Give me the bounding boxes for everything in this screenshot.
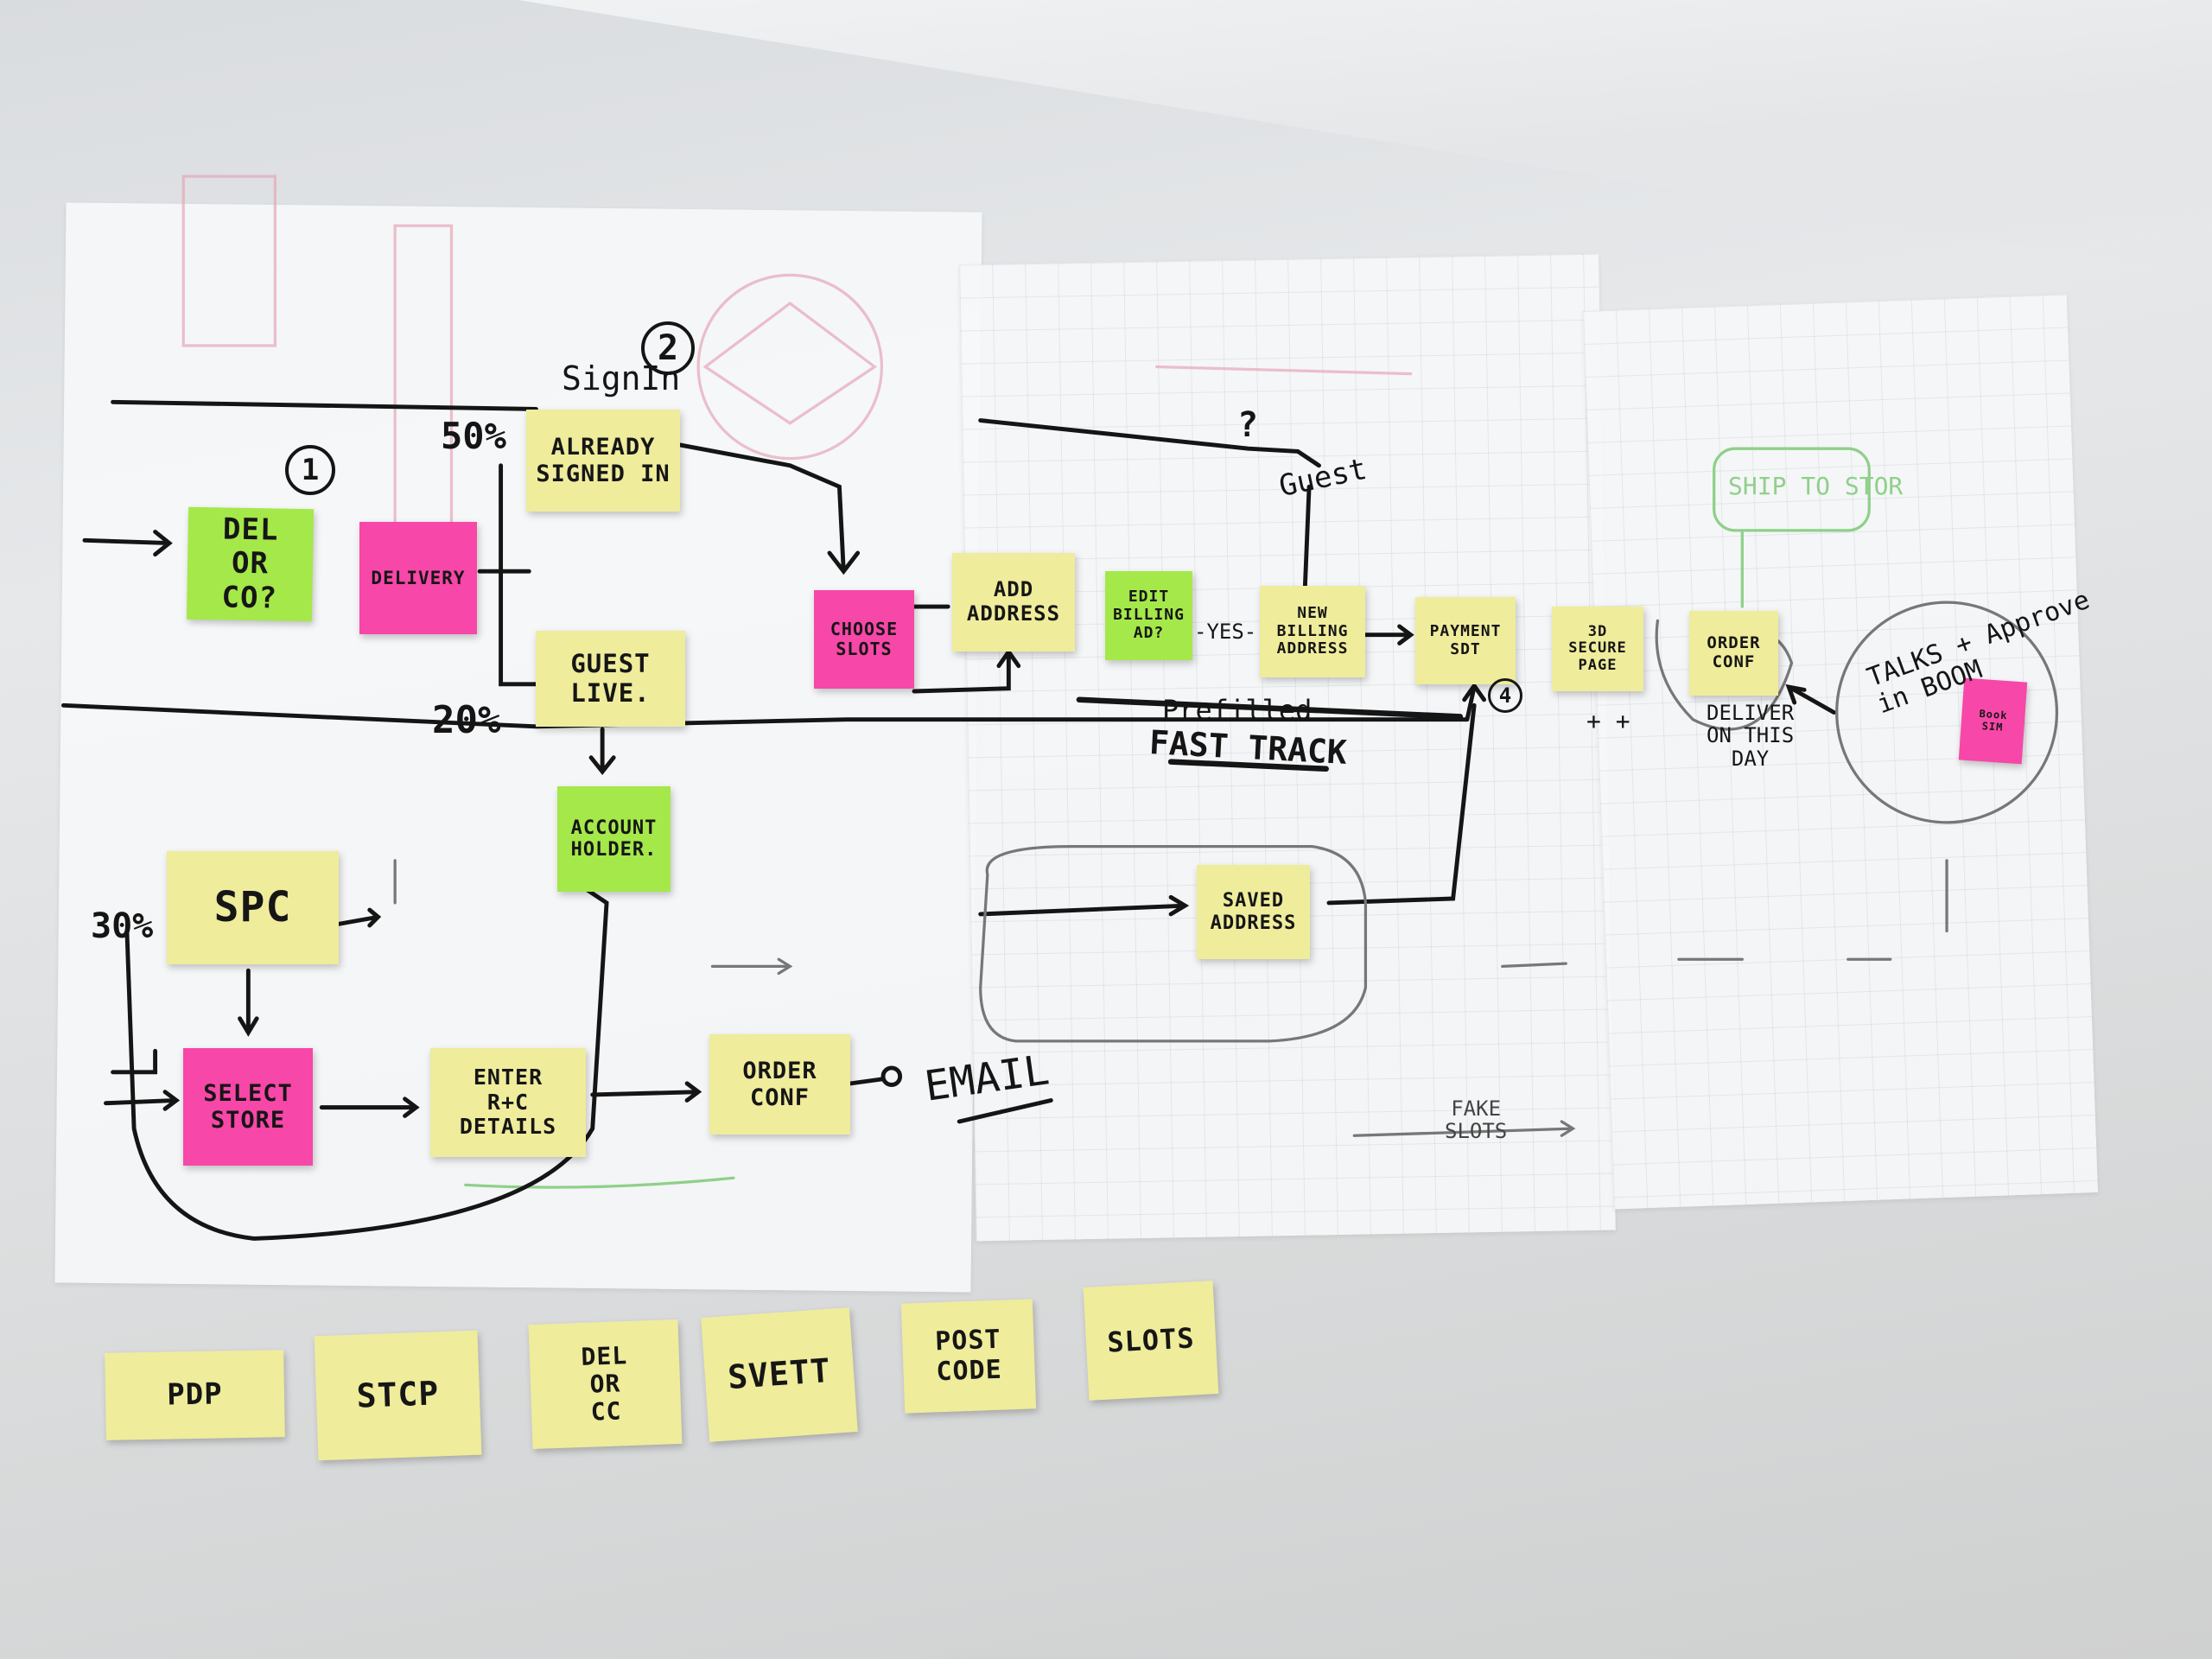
label-deliver-on-this-day: DELIVER ON THIS DAY	[1707, 701, 1795, 771]
label-30-percent: 30%	[91, 906, 154, 946]
sticky-note-choose-slots[interactable]: CHOOSE SLOTS	[814, 590, 914, 689]
sticky-note-order-conf-bottom[interactable]: ORDER CONF	[709, 1034, 850, 1135]
sticky-note-delivery[interactable]: DELIVERY	[359, 522, 477, 634]
label-fake-slots: FAKE SLOTS	[1445, 1096, 1508, 1144]
label-20-percent: 20%	[432, 698, 501, 742]
label-question: ?	[1237, 405, 1259, 445]
sticky-note-payment[interactable]: PAYMENT SDT	[1415, 597, 1516, 684]
sticky-note-account-holder[interactable]: ACCOUNT HOLDER.	[557, 786, 671, 892]
label-yes: -YES-	[1194, 620, 1257, 644]
sticky-note-edit-billing[interactable]: EDIT BILLING AD?	[1105, 571, 1192, 660]
sticky-note-del-or-co[interactable]: DEL OR CO?	[186, 506, 315, 622]
label-step-4: 4	[1488, 678, 1522, 713]
faint-green-sketch	[464, 447, 1871, 1189]
bottom-note-slots[interactable]: SLOTS	[1083, 1281, 1219, 1401]
bottom-note-pdp[interactable]: PDP	[105, 1350, 285, 1440]
sticky-note-saved-address[interactable]: SAVED ADDRESS	[1197, 865, 1310, 959]
label-prefilled: Prefilled	[1162, 694, 1313, 727]
bottom-note-post-code[interactable]: POST CODE	[900, 1299, 1037, 1414]
label-step-2: 2	[641, 321, 695, 375]
label-plus-plus: + +	[1586, 707, 1630, 735]
label-ship-to-store: SHIP TO STOR	[1728, 472, 1904, 500]
bottom-note-svett[interactable]: SVETT	[701, 1307, 858, 1442]
bottom-note-stcp[interactable]: STCP	[314, 1330, 482, 1461]
sticky-note-3d-secure-page[interactable]: 3D SECURE PAGE	[1552, 607, 1643, 691]
sticky-note-new-billing-address[interactable]: NEW BILLING ADDRESS	[1260, 586, 1365, 677]
label-50-percent: 50%	[441, 415, 506, 457]
sticky-note-enter-rc-details[interactable]: ENTER R+C DETAILS	[430, 1048, 586, 1157]
sticky-note-order-conf-top[interactable]: ORDER CONF	[1689, 611, 1778, 696]
sticky-note-already-signed-in[interactable]: ALREADY SIGNED IN	[526, 410, 680, 512]
label-step-1: 1	[285, 445, 335, 495]
sticky-note-select-store[interactable]: SELECT STORE	[183, 1048, 313, 1166]
bottom-note-del-or-cc[interactable]: DEL OR CC	[528, 1319, 683, 1449]
faint-pink-sketches	[181, 175, 1413, 538]
sticky-note-spc[interactable]: SPC	[167, 851, 339, 964]
sticky-note-book-sim[interactable]: Book SIM	[1958, 677, 2028, 765]
sticky-note-guest-live[interactable]: GUEST LIVE.	[536, 631, 685, 727]
sticky-note-add-address[interactable]: ADD ADDRESS	[952, 553, 1075, 652]
